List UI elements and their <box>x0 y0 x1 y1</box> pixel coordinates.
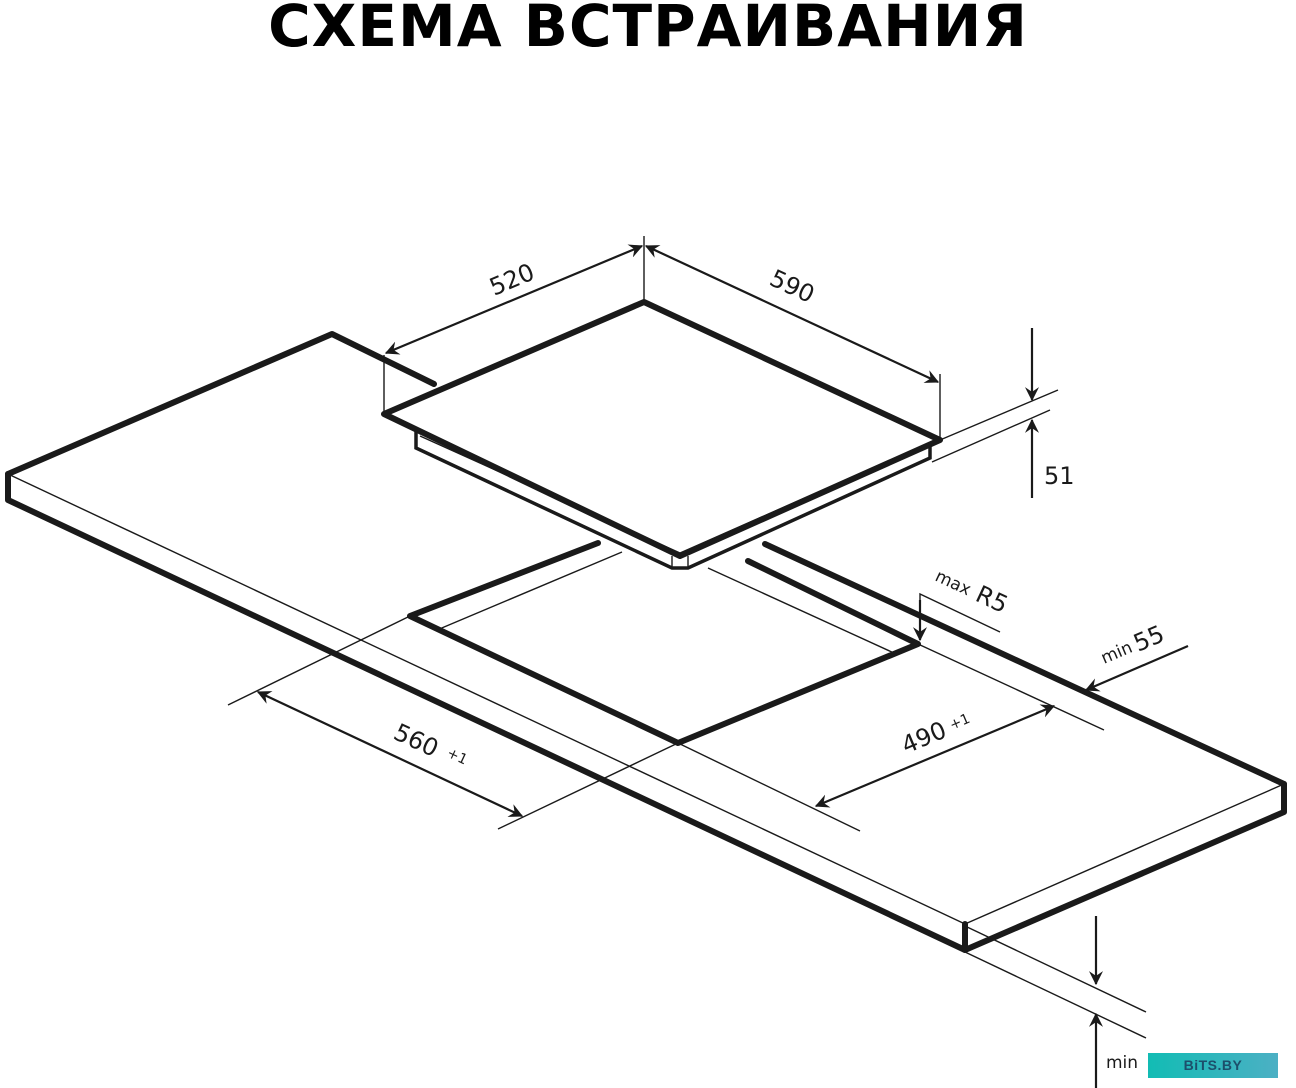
dimension-520: 520 <box>383 236 645 414</box>
label-r5: R5 <box>971 580 1012 619</box>
watermark-badge: BiTS.BY <box>1148 1053 1278 1078</box>
label-560-tolerance: +1 <box>444 745 469 768</box>
dimension-560: 560 +1 <box>227 615 679 830</box>
label-55: 55 <box>1129 620 1168 658</box>
label-min-55-prefix: min <box>1098 638 1135 669</box>
dimension-worktop-thickness: min <box>964 916 1147 1088</box>
label-490-tolerance: +1 <box>947 711 972 734</box>
label-520: 520 <box>485 258 538 302</box>
label-max: max <box>932 566 974 600</box>
label-min-thickness: min <box>1106 1053 1138 1073</box>
cutout <box>407 540 921 746</box>
dimension-max-r5: max R5 <box>913 566 1012 642</box>
label-560: 560 <box>389 718 442 763</box>
label-51: 51 <box>1044 462 1075 490</box>
dimension-490: 490 +1 <box>677 704 1056 832</box>
worktop <box>5 331 1287 953</box>
dimension-590: 590 <box>644 245 941 440</box>
page-title: СХЕМА ВСТРАИВАНИЯ <box>268 0 1028 60</box>
label-590: 590 <box>765 264 818 309</box>
hob <box>381 299 943 570</box>
dimension-51: 51 <box>931 328 1075 498</box>
